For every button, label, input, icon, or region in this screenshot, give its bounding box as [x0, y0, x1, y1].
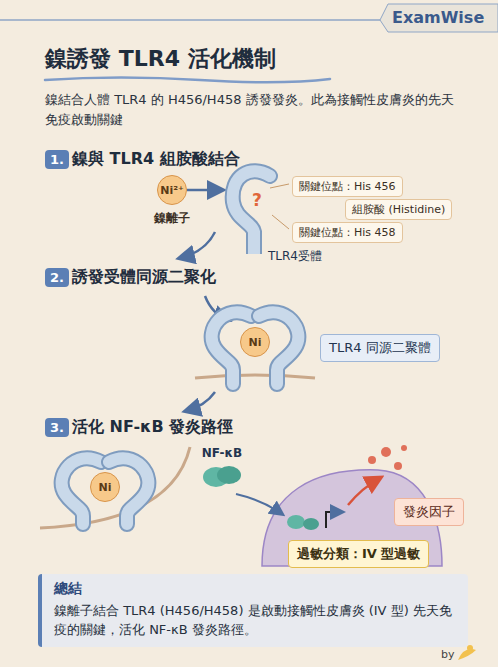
intro-text: 鎳結合人體 TLR4 的 H456/H458 誘發發炎。此為接觸性皮膚炎的先天免…: [45, 90, 463, 130]
node-text: NF-κB: [200, 446, 244, 460]
receptor-shape: [224, 162, 288, 254]
question-mark: ?: [252, 190, 262, 210]
node-text: Ni: [99, 481, 112, 494]
summary-box: 總結鎳離子結合 TLR4 (H456/H458) 是啟動接觸性皮膚炎 (IV 型…: [38, 574, 468, 647]
section-heading: 鎳與 TLR4 組胺酸結合: [72, 149, 240, 170]
step-badge: 1.: [45, 150, 69, 169]
node-text: Ni²⁺: [160, 184, 184, 197]
section-heading: 活化 NF-κB 發炎路徑: [72, 417, 233, 438]
callout-box: 關鍵位點：His 458: [292, 222, 403, 243]
receptor-label: TLR4受體: [266, 248, 324, 265]
step-badge: 3.: [45, 418, 69, 437]
label-box: 過敏分類：IV 型過敏: [288, 540, 429, 568]
nickel-ion: Ni²⁺鎳離子: [157, 175, 187, 205]
nfkb-protein: NF-κB: [200, 446, 244, 490]
brand-name: ExamWise: [392, 8, 484, 27]
summary-heading: 總結: [54, 580, 456, 598]
byline: by: [441, 648, 455, 661]
callout-box: 關鍵位點：His 456: [292, 176, 403, 197]
node-text: 發炎因子: [403, 504, 455, 519]
node-text: Ni: [249, 336, 262, 349]
nickel-ion: Ni: [240, 327, 270, 357]
node-text: 組胺酸 (Histidine): [352, 203, 445, 216]
node-text: 1.: [50, 152, 64, 167]
ion-name: 鎳離子: [152, 210, 192, 227]
tlr4-receptor: TLR4受體: [224, 162, 288, 254]
label-box: TLR4 同源二聚體: [320, 334, 440, 362]
step-badge: 2.: [45, 268, 69, 287]
nickel-ion: Ni: [90, 472, 120, 502]
section-heading: 誘發受體同源二聚化: [72, 267, 216, 288]
summary-body: 鎳離子結合 TLR4 (H456/H458) 是啟動接觸性皮膚炎 (IV 型) …: [54, 601, 456, 639]
protein-blob: [200, 462, 244, 490]
node-text: 3.: [50, 420, 64, 435]
label-box: 發炎因子: [394, 498, 464, 526]
node-text: TLR4 同源二聚體: [329, 340, 431, 355]
connector-arrow: [187, 189, 222, 192]
node-text: 2.: [50, 270, 64, 285]
node-text: 關鍵位點：His 458: [299, 226, 396, 239]
page-title: 鎳誘發 TLR4 活化機制: [45, 44, 276, 74]
node-text: 過敏分類：IV 型過敏: [297, 546, 420, 561]
callout-box: 組胺酸 (Histidine): [345, 199, 452, 220]
node-text: 關鍵位點：His 456: [299, 180, 396, 193]
